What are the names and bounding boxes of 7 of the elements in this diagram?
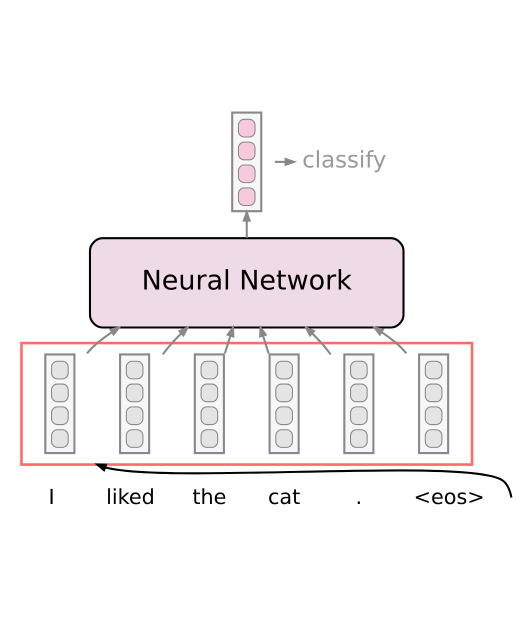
- node-label: cat: [267, 484, 300, 508]
- node-label: <eos>: [413, 484, 484, 508]
- node-text: classify: [302, 147, 386, 174]
- node-label: .: [355, 484, 362, 508]
- node-label: I: [48, 484, 54, 508]
- node-label: liked: [106, 484, 154, 508]
- node-label: the: [192, 484, 226, 508]
